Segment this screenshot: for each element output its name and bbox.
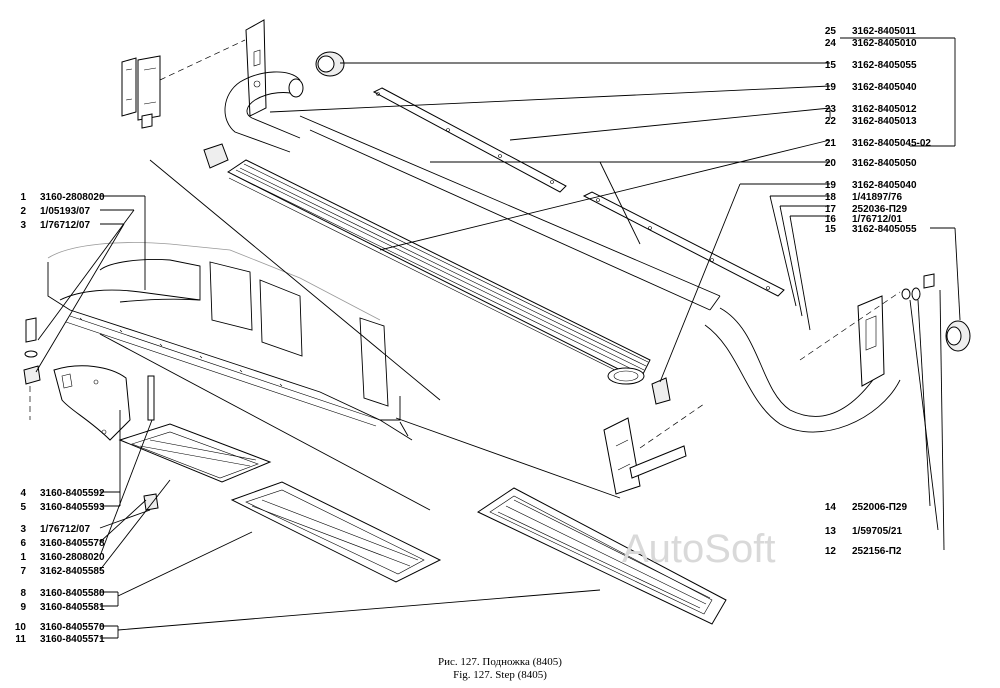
callout-number: 13	[825, 526, 837, 537]
callout-part-code: 3162-8405045-02	[852, 138, 931, 149]
callout-part-code: 3160-8405581	[40, 602, 105, 613]
step-plate-small-1	[118, 423, 272, 483]
callout-part-code: 3162-8405012	[852, 104, 917, 115]
fastener-stack-right	[901, 273, 971, 352]
caption-ru: Рис. 127. Подножка (8405)	[438, 656, 562, 668]
mud-guard	[53, 365, 131, 441]
callout-part-code: 3160-8405570	[40, 622, 105, 633]
callout-number: 1	[20, 552, 26, 563]
end-cap-left	[203, 143, 229, 169]
callout-number: 15	[825, 60, 837, 71]
callout-part-code: 3160-8405592	[40, 488, 105, 499]
callout-part-code: 1/76712/07	[40, 220, 90, 231]
callout-number: 19	[825, 82, 837, 93]
callout-part-code: 3162-8405055	[852, 60, 917, 71]
callout-number: 15	[825, 224, 837, 235]
callout-part-code: 3162-8405040	[852, 82, 917, 93]
callout-part-code: 1/59705/21	[852, 526, 902, 537]
callout-number: 14	[825, 502, 837, 513]
callout-number: 24	[825, 38, 837, 49]
clip-lower	[143, 493, 159, 511]
step-plate-large	[476, 487, 727, 625]
callout-number: 25	[825, 26, 837, 37]
callout-part-code: 3162-8405011	[852, 26, 916, 37]
callout-part-code: 252036-П29	[852, 204, 907, 215]
watermark: AutoSoft	[622, 527, 775, 571]
callout-number: 4	[20, 488, 26, 499]
fasteners-left	[23, 317, 41, 385]
mount-bracket-top	[245, 19, 267, 117]
callout-part-code: 3160-2808020	[40, 192, 105, 203]
callout-part-code: 1/76712/07	[40, 524, 90, 535]
callout-part-code: 3160-8405580	[40, 588, 105, 599]
callout-part-code: 3162-8405040	[852, 180, 917, 191]
callout-part-code: 1/76712/01	[852, 214, 902, 225]
end-cap-right	[651, 377, 671, 405]
callout-number: 19	[825, 180, 837, 191]
callout-number: 3	[20, 220, 26, 231]
bushing-15-top	[315, 51, 345, 77]
callout-part-code: 3162-8405585	[40, 566, 105, 577]
callout-part-code: 252006-П29	[852, 502, 907, 513]
vehicle-body	[47, 242, 413, 441]
callout-number: 16	[825, 214, 837, 225]
callout-part-code: 1/05193/07	[40, 206, 90, 217]
callout-part-code: 3162-8405013	[852, 116, 917, 127]
callout-number: 6	[20, 538, 26, 549]
caption-en: Fig. 127. Step (8405)	[453, 669, 547, 681]
callout-number: 5	[20, 502, 26, 513]
callout-number: 10	[15, 622, 27, 633]
callout-part-code: 3162-8405055	[852, 224, 917, 235]
callout-part-code: 1/41897/76	[852, 192, 902, 203]
callout-part-code: 3160-8405578	[40, 538, 105, 549]
callout-number: 17	[825, 204, 837, 215]
leader-lines	[269, 37, 961, 551]
callout-part-code: 3160-8405571	[40, 634, 105, 645]
callout-number: 22	[825, 116, 837, 127]
callout-number: 8	[20, 588, 26, 599]
leader-lines-left	[35, 195, 601, 639]
running-board	[227, 159, 651, 385]
clip-bracket-top	[121, 55, 161, 129]
callout-part-code: 3162-8405050	[852, 158, 917, 169]
step-plate-small-2	[230, 481, 442, 583]
bolt-lower	[147, 375, 155, 421]
callout-part-code: 252156-П2	[852, 546, 902, 557]
callout-number: 9	[20, 602, 26, 613]
callout-number: 3	[20, 524, 26, 535]
callout-number: 11	[15, 634, 26, 645]
callout-number: 18	[825, 192, 837, 203]
callout-number: 7	[20, 566, 26, 577]
callout-number: 20	[825, 158, 837, 169]
callout-number: 1	[20, 192, 26, 203]
support-bracket-lower	[603, 417, 687, 495]
drawing: AutoSoft	[23, 19, 971, 639]
callout-number: 12	[825, 546, 837, 557]
callout-number: 23	[825, 104, 837, 115]
mount-bracket-right	[857, 295, 885, 387]
callout-number: 2	[20, 206, 26, 217]
callout-number: 21	[825, 138, 837, 149]
trim-strip-upper	[372, 87, 567, 193]
callout-part-code: 3160-8405593	[40, 502, 105, 513]
callout-part-code: 3162-8405010	[852, 38, 917, 49]
trim-strip-lower	[582, 191, 785, 297]
callout-part-code: 3160-2808020	[40, 552, 105, 563]
